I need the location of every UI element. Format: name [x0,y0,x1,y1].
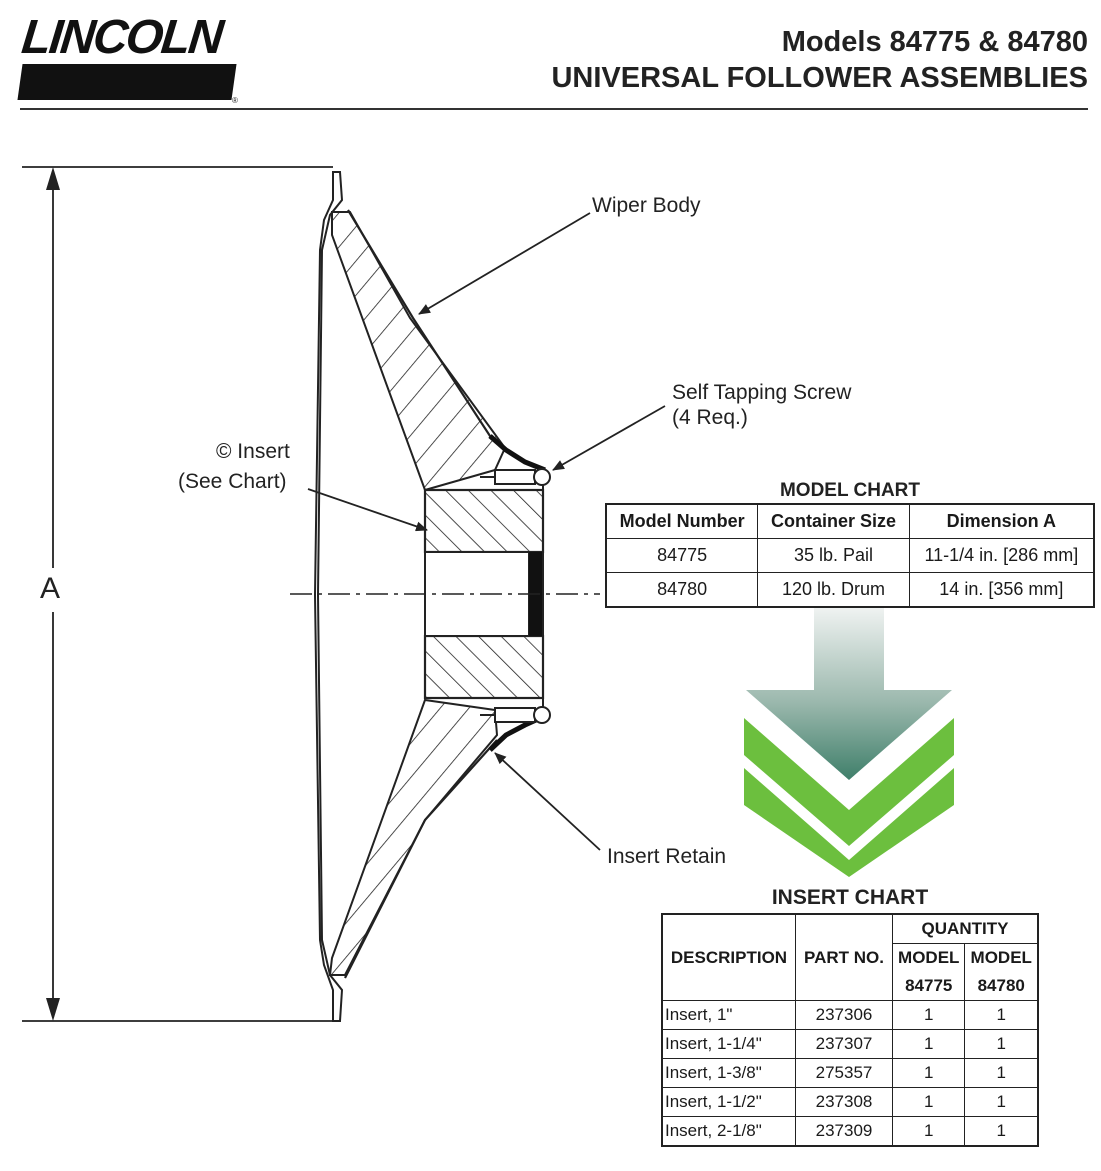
table-row: 84775 35 lb. Pail 11-1/4 in. [286 mm] [605,538,1095,573]
table-row: Insert, 1-1/4" 237307 1 1 [661,1029,1039,1059]
part-no-cell: 237308 [795,1087,893,1117]
dimension-a-line [22,166,333,1022]
table-row: 84780 120 lb. Drum 14 in. [356 mm] [605,572,1095,608]
down-arrow-graphic [744,607,954,877]
insert-description-cell: Insert, 2-1/8" [661,1116,796,1147]
table-row: Insert, 1-3/8" 275357 1 1 [661,1058,1039,1088]
header-divider [20,108,1088,110]
page-title-assemblies: UNIVERSAL FOLLOWER ASSEMBLIES [551,62,1088,94]
model-chart-table: Model Number Container Size Dimension A … [605,503,1095,608]
screw-quantity-label: (4 Req.) [672,406,748,429]
insert-chart-model-number-row: 84775 84780 [662,972,1039,1001]
registered-mark: ® [232,96,238,105]
part-no-cell: 237309 [795,1116,893,1147]
insert-chart-header-row: DESCRIPTION PART NO. QUANTITY [661,913,1039,1001]
col-dimension-a: Dimension A [908,503,1095,539]
model-number-cell: 84775 [605,538,759,573]
wiper-body-label: Wiper Body [592,194,701,217]
insert-retain-leader [494,752,601,851]
container-size-cell: 120 lb. Drum [757,572,910,608]
qty-84780-cell: 1 [964,1087,1039,1117]
insert-description-cell: Insert, 1" [661,1000,796,1030]
insert-chart-title: INSERT CHART [771,886,929,909]
insert-description-cell: Insert, 1-1/4" [661,1029,796,1059]
part-no-cell: 275357 [795,1058,893,1088]
col-container-size: Container Size [757,503,910,539]
insert-block [423,475,545,715]
qty-84780-cell: 1 [964,1116,1039,1147]
col-model-84780-number: 84780 [964,972,1039,1001]
insert-retain-label: Insert Retain [607,845,727,868]
qty-84775-cell: 1 [891,1029,966,1059]
container-size-cell: 35 lb. Pail [757,538,910,573]
col-description: DESCRIPTION [661,913,796,1001]
qty-84775-cell: 1 [891,1116,966,1147]
insert-see-chart-label: (See Chart) [178,470,287,493]
self-tapping-screw-label: Self Tapping Screw [672,381,852,404]
insert-chart-table: DESCRIPTION PART NO. QUANTITY MODEL MODE… [661,913,1039,1147]
qty-84780-cell: 1 [964,1029,1039,1059]
qty-84775-cell: 1 [891,1000,966,1030]
col-model-84775-label: MODEL [891,943,966,972]
insert-description-cell: Insert, 1-3/8" [661,1058,796,1088]
wiper-body [313,171,507,1022]
dimension-a-label: A [40,572,61,605]
qty-84775-cell: 1 [891,1058,966,1088]
table-row: Insert, 1" 237306 1 1 [661,1000,1039,1030]
page-title-models: Models 84775 & 84780 [781,26,1088,58]
model-number-cell: 84780 [605,572,759,608]
col-model-number: Model Number [605,503,759,539]
screw-leader [552,405,666,471]
insert-leader [307,488,428,532]
col-model-84775-number: 84775 [891,972,966,1001]
insert-label: © Insert [216,440,290,463]
col-part-no: PART NO. [795,913,893,1001]
dimension-a-cell: 11-1/4 in. [286 mm] [908,538,1095,573]
col-quantity: QUANTITY [892,913,1039,944]
qty-84775-cell: 1 [891,1087,966,1117]
model-chart-header-row: Model Number Container Size Dimension A [605,503,1095,539]
qty-84780-cell: 1 [964,1000,1039,1030]
self-tapping-screws [480,434,551,752]
part-no-cell: 237307 [795,1029,893,1059]
wiper-body-leader [418,212,591,315]
part-no-cell: 237306 [795,1000,893,1030]
model-chart-title: MODEL CHART [779,480,921,501]
insert-description-cell: Insert, 1-1/2" [661,1087,796,1117]
qty-84780-cell: 1 [964,1058,1039,1088]
dimension-a-cell: 14 in. [356 mm] [908,572,1095,608]
col-model-84780-label: MODEL [964,943,1039,972]
table-row: Insert, 2-1/8" 237309 1 1 [661,1116,1039,1147]
insert-chart-model-row: MODEL MODEL [662,943,1039,972]
table-row: Insert, 1-1/2" 237308 1 1 [661,1087,1039,1117]
